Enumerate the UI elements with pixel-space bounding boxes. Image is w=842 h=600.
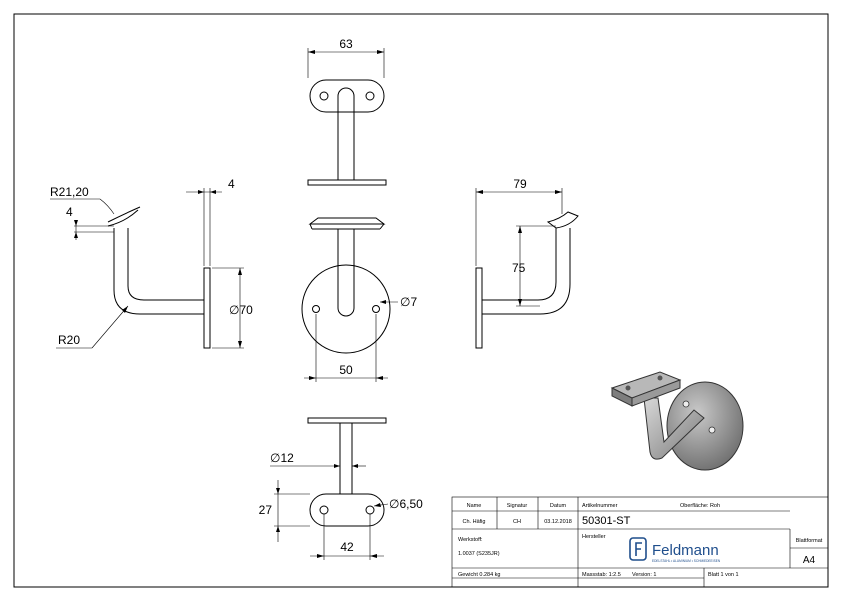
title-block: Name Signatur Datum Ch. Häfig CH 03.12.2…	[451, 496, 829, 588]
wall-plate-top	[307, 179, 387, 186]
col-name: Name	[467, 503, 482, 509]
top-view: 63	[307, 37, 387, 186]
material-label: Werkstoff:	[458, 537, 483, 543]
dim-top-width: 63	[339, 37, 353, 51]
col-signature: Signatur	[507, 503, 528, 509]
dim-height: 75	[512, 261, 526, 275]
dim-radius-small: 4	[66, 205, 73, 219]
feldmann-logo: Feldmann EDELSTAHL • ALUMINIUM • SCHMIED…	[629, 537, 721, 563]
dim-saddle-hole: ∅6,50	[389, 497, 423, 511]
signature-value: CH	[513, 519, 521, 525]
dim-rod-diameter: ∅12	[270, 451, 294, 465]
saddle-bottom	[309, 493, 385, 527]
brand-tagline: EDELSTAHL • ALUMINIUM • SCHMIEDEEISEN	[652, 559, 721, 563]
dim-projection: 79	[513, 177, 527, 191]
dim-plate-diameter: ∅70	[229, 303, 253, 317]
isometric-render	[610, 371, 744, 471]
side-view-right: 79 75	[475, 177, 579, 349]
wall-plate-front	[301, 264, 391, 354]
front-view: ∅7 50	[301, 217, 417, 382]
dim-hole-spacing: 50	[339, 363, 353, 377]
article-label: Artikelnummer	[582, 503, 618, 509]
side-view-left: R21,20 4 R20 4 ∅70	[50, 177, 253, 349]
dim-saddle-hole-spacing: 42	[340, 540, 354, 554]
scale: Massstab: 1:2.5	[582, 572, 621, 578]
dim-saddle-width: 27	[259, 503, 273, 517]
manufacturer-label: Hersteller	[582, 534, 606, 540]
name-value: Ch. Häfig	[463, 519, 486, 525]
material-value: 1.0037 (S235JR)	[458, 551, 500, 557]
format-value: A4	[803, 555, 816, 566]
dim-wall-thickness: 4	[228, 177, 235, 191]
bottom-view: ∅12 ∅6,50 27 42	[259, 417, 423, 560]
date-value: 03.12.2018	[544, 519, 572, 525]
col-date: Datum	[550, 503, 567, 509]
format-label: Blattformat	[796, 538, 823, 544]
version: Version: 1	[632, 572, 656, 578]
dim-radius-bend: R20	[58, 333, 80, 347]
brand-name: Feldmann	[652, 542, 719, 559]
saddle-top	[309, 79, 385, 113]
sheet-border	[13, 13, 829, 588]
surface: Oberfläche: Roh	[680, 503, 720, 509]
sheet-number: Blatt 1 von 1	[708, 572, 739, 578]
article-number: 50301-ST	[582, 515, 631, 527]
dim-radius-top: R21,20	[50, 185, 89, 199]
weight: Gewicht 0.284 kg	[458, 572, 501, 578]
dim-hole-diameter: ∅7	[400, 295, 417, 309]
